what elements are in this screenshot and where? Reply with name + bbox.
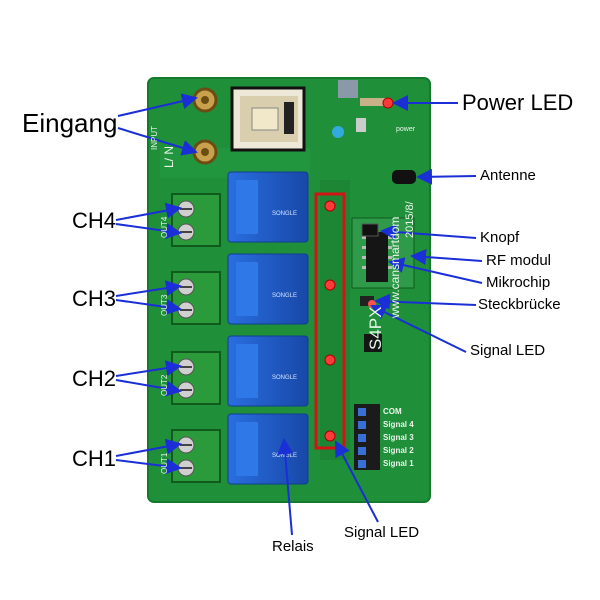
label-ch2: CH2 (72, 366, 117, 391)
board-out3-label: OUT3 (160, 294, 169, 316)
antenna (392, 170, 416, 184)
microchip (366, 232, 388, 282)
label-relais: Relais (272, 538, 314, 555)
jumper (360, 296, 374, 306)
power-led (382, 97, 394, 109)
svg-text:SONGLE: SONGLE (272, 375, 297, 381)
label-knopf: Knopf (480, 229, 520, 246)
board-power-label: power (396, 126, 416, 133)
signal-header (354, 404, 380, 470)
header-pin-com: COM (383, 407, 402, 416)
button (361, 223, 379, 237)
header-pin-signal-1: Signal 1 (383, 459, 414, 468)
terminal-ch2 (171, 351, 221, 405)
label-power-led: Power LED (462, 90, 574, 115)
signal-led-highlight (314, 192, 346, 450)
board-out1-label: OUT1 (160, 452, 169, 474)
label-ch4: CH4 (72, 208, 117, 233)
label-rf-modul: RF modul (486, 252, 552, 269)
board-model: S4PX (366, 306, 385, 350)
signal-led-3 (324, 279, 336, 291)
label-steckbruecke: Steckbrücke (478, 296, 561, 313)
signal-led-4 (324, 200, 336, 212)
label-signal-led-right: Signal LED (470, 342, 546, 359)
label-eingang: Eingang (22, 108, 118, 138)
board-out4-label: OUT4 (160, 216, 169, 238)
label-ch1: CH1 (72, 446, 117, 471)
terminal-ch1 (171, 429, 221, 483)
label-mikrochip: Mikrochip (486, 274, 551, 291)
board-website: www.cansmartdom (388, 216, 402, 318)
label-ch3: CH3 (72, 286, 117, 311)
board-input-label: INPUT (150, 126, 159, 150)
svg-text:SONGLE: SONGLE (272, 293, 297, 299)
header-pin-signal-2: Signal 2 (383, 446, 414, 455)
board-l-n-label: L/ N (162, 145, 176, 168)
label-signal-led-bottom: Signal LED (344, 524, 420, 541)
terminal-ch3 (171, 271, 221, 325)
relay-ch3: SONGLE (227, 253, 309, 325)
relay-ch1: SONGLE (227, 413, 309, 485)
terminal-ch4 (171, 193, 221, 247)
svg-text:SONGLE: SONGLE (272, 211, 297, 217)
board-date: 2015/8/ (404, 201, 416, 238)
relay-ch4: SONGLE (227, 171, 309, 243)
relay-ch2: SONGLE (227, 335, 309, 407)
signal-led-2 (324, 354, 336, 366)
signal-led-1 (324, 430, 336, 442)
header-pin-signal-3: Signal 3 (383, 433, 414, 442)
label-antenne: Antenne (480, 167, 536, 184)
header-pin-signal-4: Signal 4 (383, 420, 414, 429)
input-terminal (192, 87, 218, 165)
board-out2-label: OUT2 (160, 374, 169, 396)
